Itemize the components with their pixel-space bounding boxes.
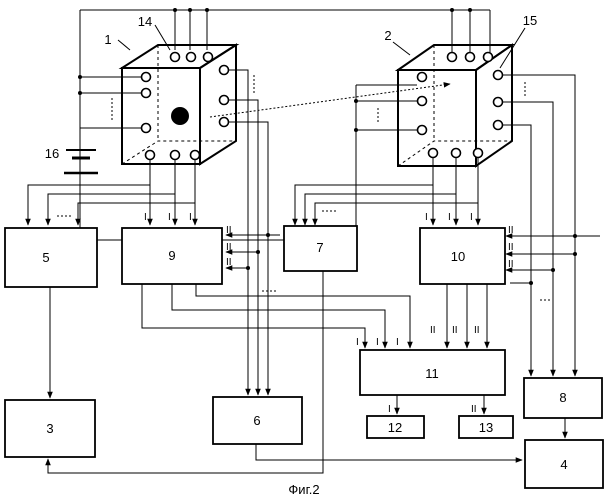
cube-2-label: 2 (384, 28, 391, 43)
port-ii: II (474, 325, 480, 336)
cube2-right-wires (503, 75, 600, 376)
block-11-label: 11 (425, 366, 439, 381)
callout-16: 16 (45, 146, 59, 161)
port-ii: II (226, 242, 232, 253)
battery-16 (64, 128, 98, 173)
port-i: I (470, 212, 473, 223)
block-10-label: 10 (451, 249, 465, 264)
cube-1 (78, 25, 236, 164)
cube-2 (354, 28, 525, 166)
block-4-label: 4 (560, 457, 567, 472)
block-8-label: 8 (559, 390, 566, 405)
port-i: I (376, 337, 379, 348)
port-ii: II (508, 242, 514, 253)
cube1-right-wires (226, 70, 280, 395)
block-5-label: 5 (42, 250, 49, 265)
port-ii: II (226, 225, 232, 236)
block-12-label: 12 (388, 420, 402, 435)
port-i: I (356, 337, 359, 348)
block-9-label: 9 (168, 248, 175, 263)
port-ii: II (226, 257, 232, 268)
port-i: I (448, 212, 451, 223)
port-i: I (189, 212, 192, 223)
radiation-source (171, 107, 189, 125)
port-ii: II (452, 325, 458, 336)
port-ii: II (471, 404, 477, 415)
top-bus (80, 8, 490, 240)
callout-15: 15 (523, 13, 537, 28)
callout-14: 14 (138, 14, 152, 29)
port-ii: II (430, 325, 436, 336)
port-i: I (144, 212, 147, 223)
block-7-label: 7 (316, 240, 323, 255)
port-i: I (396, 337, 399, 348)
cube-1-label: 1 (104, 32, 111, 47)
block-5 (5, 228, 97, 287)
port-ii: II (508, 259, 514, 270)
block-13-label: 13 (479, 420, 493, 435)
block-6-label: 6 (253, 413, 260, 428)
port-i: I (425, 212, 428, 223)
block-3-label: 3 (46, 421, 53, 436)
figure-caption: Фиг.2 (288, 482, 319, 497)
port-ii: II (508, 225, 514, 236)
port-i: I (168, 212, 171, 223)
port-i: I (388, 404, 391, 415)
